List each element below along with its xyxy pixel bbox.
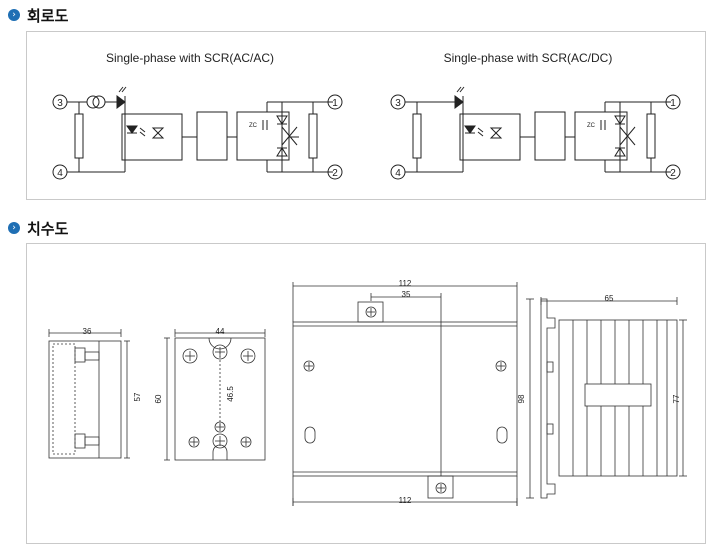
trigger-circuit-block	[196, 111, 228, 161]
circuit-section-heading: › 회로도	[8, 6, 69, 25]
terminal-1-label: 1	[670, 98, 676, 109]
terminal-2-label: 2	[670, 168, 676, 179]
front-hole-pitch-label: 46.5	[226, 386, 235, 402]
top-height-label: 98	[517, 394, 526, 403]
circuit-diagram-panel: Single-phase with SCR(AC/AC) 3 4	[26, 31, 706, 200]
led-symbol	[454, 95, 464, 109]
heatsink-height-label: 77	[672, 394, 681, 403]
circuit-diagram-svg: Single-phase with SCR(AC/AC) 3 4	[52, 51, 681, 180]
front-width-label: 44	[216, 327, 225, 336]
circuit-right-title: Single-phase with SCR(AC/DC)	[444, 51, 613, 65]
zero-cross-block	[574, 111, 628, 161]
side-view: 36 57	[48, 327, 142, 459]
heatsink-width-label: 65	[605, 294, 614, 303]
terminal-2-label: 2	[332, 168, 338, 179]
zc-symbol: ZC	[587, 123, 596, 129]
opto-coupler-block	[459, 113, 521, 161]
bottom-width-label: 112	[399, 496, 412, 505]
terminal-1-label: 1	[332, 98, 338, 109]
front-height-label: 60	[154, 394, 163, 403]
circuit-left-title: Single-phase with SCR(AC/AC)	[106, 51, 274, 65]
current-source-symbol	[86, 95, 100, 109]
dimension-section-heading: › 치수도	[8, 219, 69, 238]
top-width-label: 112	[399, 279, 412, 288]
chevron-right-icon: ›	[8, 222, 20, 234]
circuit-section-title: 회로도	[27, 6, 69, 25]
side-height-label: 57	[133, 392, 142, 401]
dimension-diagram-svg: 36 57 44 60	[48, 279, 687, 506]
dimension-diagram-panel: 36 57 44 60	[26, 243, 706, 544]
terminal-4-label: 4	[57, 168, 63, 179]
circuit-left: Single-phase with SCR(AC/AC) 3 4	[52, 51, 343, 180]
top-offset-label: 35	[402, 290, 411, 299]
terminal-1	[327, 94, 343, 110]
front-view: 44 60 46.5	[154, 327, 266, 461]
heatsink-view: 65 98	[517, 294, 687, 499]
led-symbol	[116, 95, 126, 109]
top-view: 112 35	[292, 279, 518, 506]
opto-coupler-block	[121, 113, 183, 161]
terminal-2	[665, 164, 681, 180]
terminal-3-label: 3	[395, 98, 401, 109]
trigger-circuit-block	[534, 111, 566, 161]
chevron-right-icon: ›	[8, 9, 20, 21]
terminal-3-label: 3	[57, 98, 63, 109]
terminal-2	[327, 164, 343, 180]
zero-cross-block	[236, 111, 290, 161]
terminal-4-label: 4	[395, 168, 401, 179]
zc-symbol: ZC	[249, 123, 258, 129]
dimension-section-title: 치수도	[27, 219, 69, 238]
circuit-right: Single-phase with SCR(AC/DC) 3 4 ZC	[390, 51, 681, 180]
terminal-1	[665, 94, 681, 110]
side-width-label: 36	[83, 327, 92, 336]
